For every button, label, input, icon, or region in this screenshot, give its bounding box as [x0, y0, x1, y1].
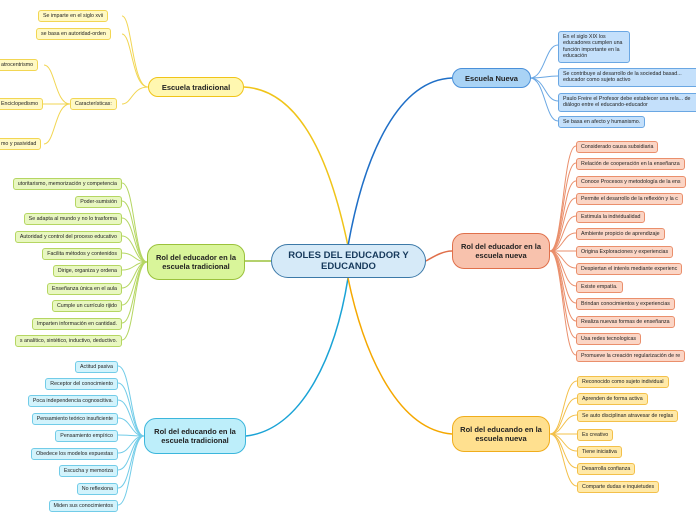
educador-tradicional-connector [121, 235, 148, 263]
link-educador-nueva [425, 250, 453, 262]
educando-tradicional-item[interactable]: Pensamiento teórico insuficiente [31, 413, 118, 426]
educador-tradicional-item[interactable]: utoritarismo, memorización y competencia [12, 178, 122, 191]
educador-nueva-item[interactable]: Estimula la individualidad [576, 211, 646, 224]
educador-tradicional-item[interactable]: Autoridad y control del proceso educativ… [14, 231, 122, 244]
educando-nueva-item[interactable]: Comparte dudas e inquietudes [577, 481, 660, 494]
branch-educando-nueva[interactable]: Rol del educando en la escuela nueva [452, 416, 550, 452]
educando-tradicional-item[interactable]: Actitud pasiva [75, 361, 118, 374]
educador-nueva-item[interactable]: Despiertan el interés mediante experienc [576, 263, 683, 276]
educador-nueva-connector [549, 250, 577, 356]
branch-escuela-nueva[interactable]: Escuela Nueva [452, 68, 531, 88]
educador-tradicional-connector [121, 261, 148, 324]
educador-nueva-item[interactable]: Ambiente propicio de aprendizaje [576, 228, 665, 241]
educador-nueva-item[interactable]: Conoce Procesos y metodología de la ens [576, 176, 686, 189]
educando-nueva-item[interactable]: Es creativo [577, 429, 614, 442]
educador-tradicional-item[interactable]: Dirige, organiza y ordena [52, 265, 122, 278]
educando-tradicional-connector [117, 435, 145, 471]
educando-tradicional-item[interactable]: Escucha y memoriza [58, 465, 118, 478]
educando-nueva-item[interactable]: Desarrolla confianza [577, 463, 636, 476]
leaf-afecto-humanismo[interactable]: Se basa en afecto y humanismo. [558, 116, 646, 129]
educando-tradicional-item[interactable]: Poca independencia cognoscitiva. [27, 395, 118, 408]
educando-tradicional-connector [117, 399, 145, 437]
leaf-atrocentrismo[interactable]: atrocentrismo [0, 59, 39, 72]
educador-tradicional-item[interactable]: Cumple un currículo rijido [51, 300, 122, 313]
branch-educando-tradicional[interactable]: Rol del educando en la escuela tradicion… [144, 418, 246, 454]
educador-tradicional-item[interactable]: Enseñanza única en el aula [46, 283, 122, 296]
leaf-pasividad[interactable]: mo y pasividad [0, 138, 42, 151]
educador-nueva-connector [549, 145, 577, 252]
educador-nueva-connector [549, 162, 577, 252]
educador-tradicional-item[interactable]: Imparten información en cantidad. [31, 318, 122, 331]
educador-nueva-item[interactable]: Promueve la creación regularización de r… [576, 350, 686, 363]
leaf-enciclopedismo[interactable]: Enciclopedismo [0, 98, 44, 111]
branch-educador-tradicional[interactable]: Rol del educador en la escuela tradicion… [147, 244, 245, 280]
educador-tradicional-item[interactable]: Facilita métodos y contenidos [42, 248, 122, 261]
educador-nueva-item[interactable]: Relación de cooperación en la enseñanza [576, 158, 685, 171]
educando-nueva-connector [549, 380, 578, 435]
branch-educador-nueva[interactable]: Rol del educador en la escuela nueva [452, 233, 550, 269]
educador-tradicional-item[interactable]: Poder-sumisión [75, 196, 122, 209]
educando-nueva-connector [549, 414, 578, 435]
educador-tradicional-connector [121, 217, 148, 263]
educando-tradicional-item[interactable]: Receptor del conocimiento [45, 378, 118, 391]
educador-nueva-item[interactable]: Permite el desarrollo de la reflexión y … [576, 193, 683, 206]
leaf-siglo-xix[interactable]: En el siglo XIX los educadores cumplen u… [558, 31, 630, 63]
educando-nueva-item[interactable]: Reconocido como sujeto individual [577, 376, 669, 389]
educador-nueva-item[interactable]: Usa redes tecnologicas [576, 333, 642, 346]
educador-nueva-connector [549, 215, 577, 252]
educador-nueva-connector [549, 232, 577, 252]
educador-nueva-item[interactable]: Brindan conocimientos y experiencias [576, 298, 675, 311]
educador-tradicional-connector [121, 261, 148, 341]
educador-nueva-connector [549, 250, 577, 339]
educador-nueva-connector [549, 250, 577, 322]
educador-nueva-item[interactable]: Considerado causa subsidiaria [576, 141, 659, 154]
educador-tradicional-item[interactable]: s analítico, sintético, inductivo, deduc… [14, 335, 122, 348]
educando-tradicional-item[interactable]: No reflexiona [76, 483, 118, 496]
educador-nueva-item[interactable]: Origina Exploraciones y experiencias [576, 246, 674, 259]
educando-nueva-connector [549, 397, 578, 435]
educando-nueva-item[interactable]: Aprenden de forma activa [577, 393, 648, 406]
educador-tradicional-connector [121, 200, 148, 263]
link-escuela-tradicional [243, 86, 349, 247]
educando-nueva-item[interactable]: Tiene iniciativa [577, 446, 622, 459]
leaf-caracteristicas[interactable]: Características: [70, 98, 117, 111]
educando-tradicional-connector [117, 435, 145, 506]
educador-tradicional-connector [121, 182, 148, 263]
link-educando-tradicional [245, 277, 349, 437]
central-topic[interactable]: ROLES DEL EDUCADOR Y EDUCANDO [271, 244, 426, 278]
leaf-desarrollo-sociedad[interactable]: Se contribuye al desarrollo de la socied… [558, 68, 696, 87]
leaf-autoridad-orden[interactable]: se basa en autoridad-orden [36, 28, 111, 41]
educando-tradicional-item[interactable]: Miden sus conocimientos [48, 500, 118, 513]
educando-nueva-connector [549, 433, 578, 469]
educando-tradicional-connector [117, 382, 145, 437]
branch-escuela-tradicional[interactable]: Escuela tradicional [148, 77, 244, 97]
educando-tradicional-item[interactable]: Obedece los modelos expuestas [31, 448, 118, 461]
educando-nueva-connector [549, 433, 578, 452]
leaf-siglo-xvii[interactable]: Se imparte en el siglo xvii [38, 10, 109, 23]
educador-nueva-connector [549, 197, 577, 252]
link-educando-nueva [347, 277, 453, 435]
link-escuela-nueva [347, 77, 453, 247]
educador-nueva-item[interactable]: Existe empatía. [576, 281, 623, 294]
educando-tradicional-item[interactable]: Pensamiento empírico [55, 430, 118, 443]
educando-nueva-item[interactable]: Se auto disciplinan atravesar de reglas [577, 410, 679, 423]
leaf-paulo-freire[interactable]: Paulo Freire el Profesor debe establecer… [558, 93, 696, 112]
educador-nueva-connector [549, 250, 577, 287]
educador-nueva-item[interactable]: Realiza nuevas formas de enseñanza [576, 316, 675, 329]
educador-tradicional-item[interactable]: Se adapta al mundo y no lo trasforma [23, 213, 122, 226]
educador-nueva-connector [549, 180, 577, 252]
educando-nueva-connector [549, 433, 578, 487]
